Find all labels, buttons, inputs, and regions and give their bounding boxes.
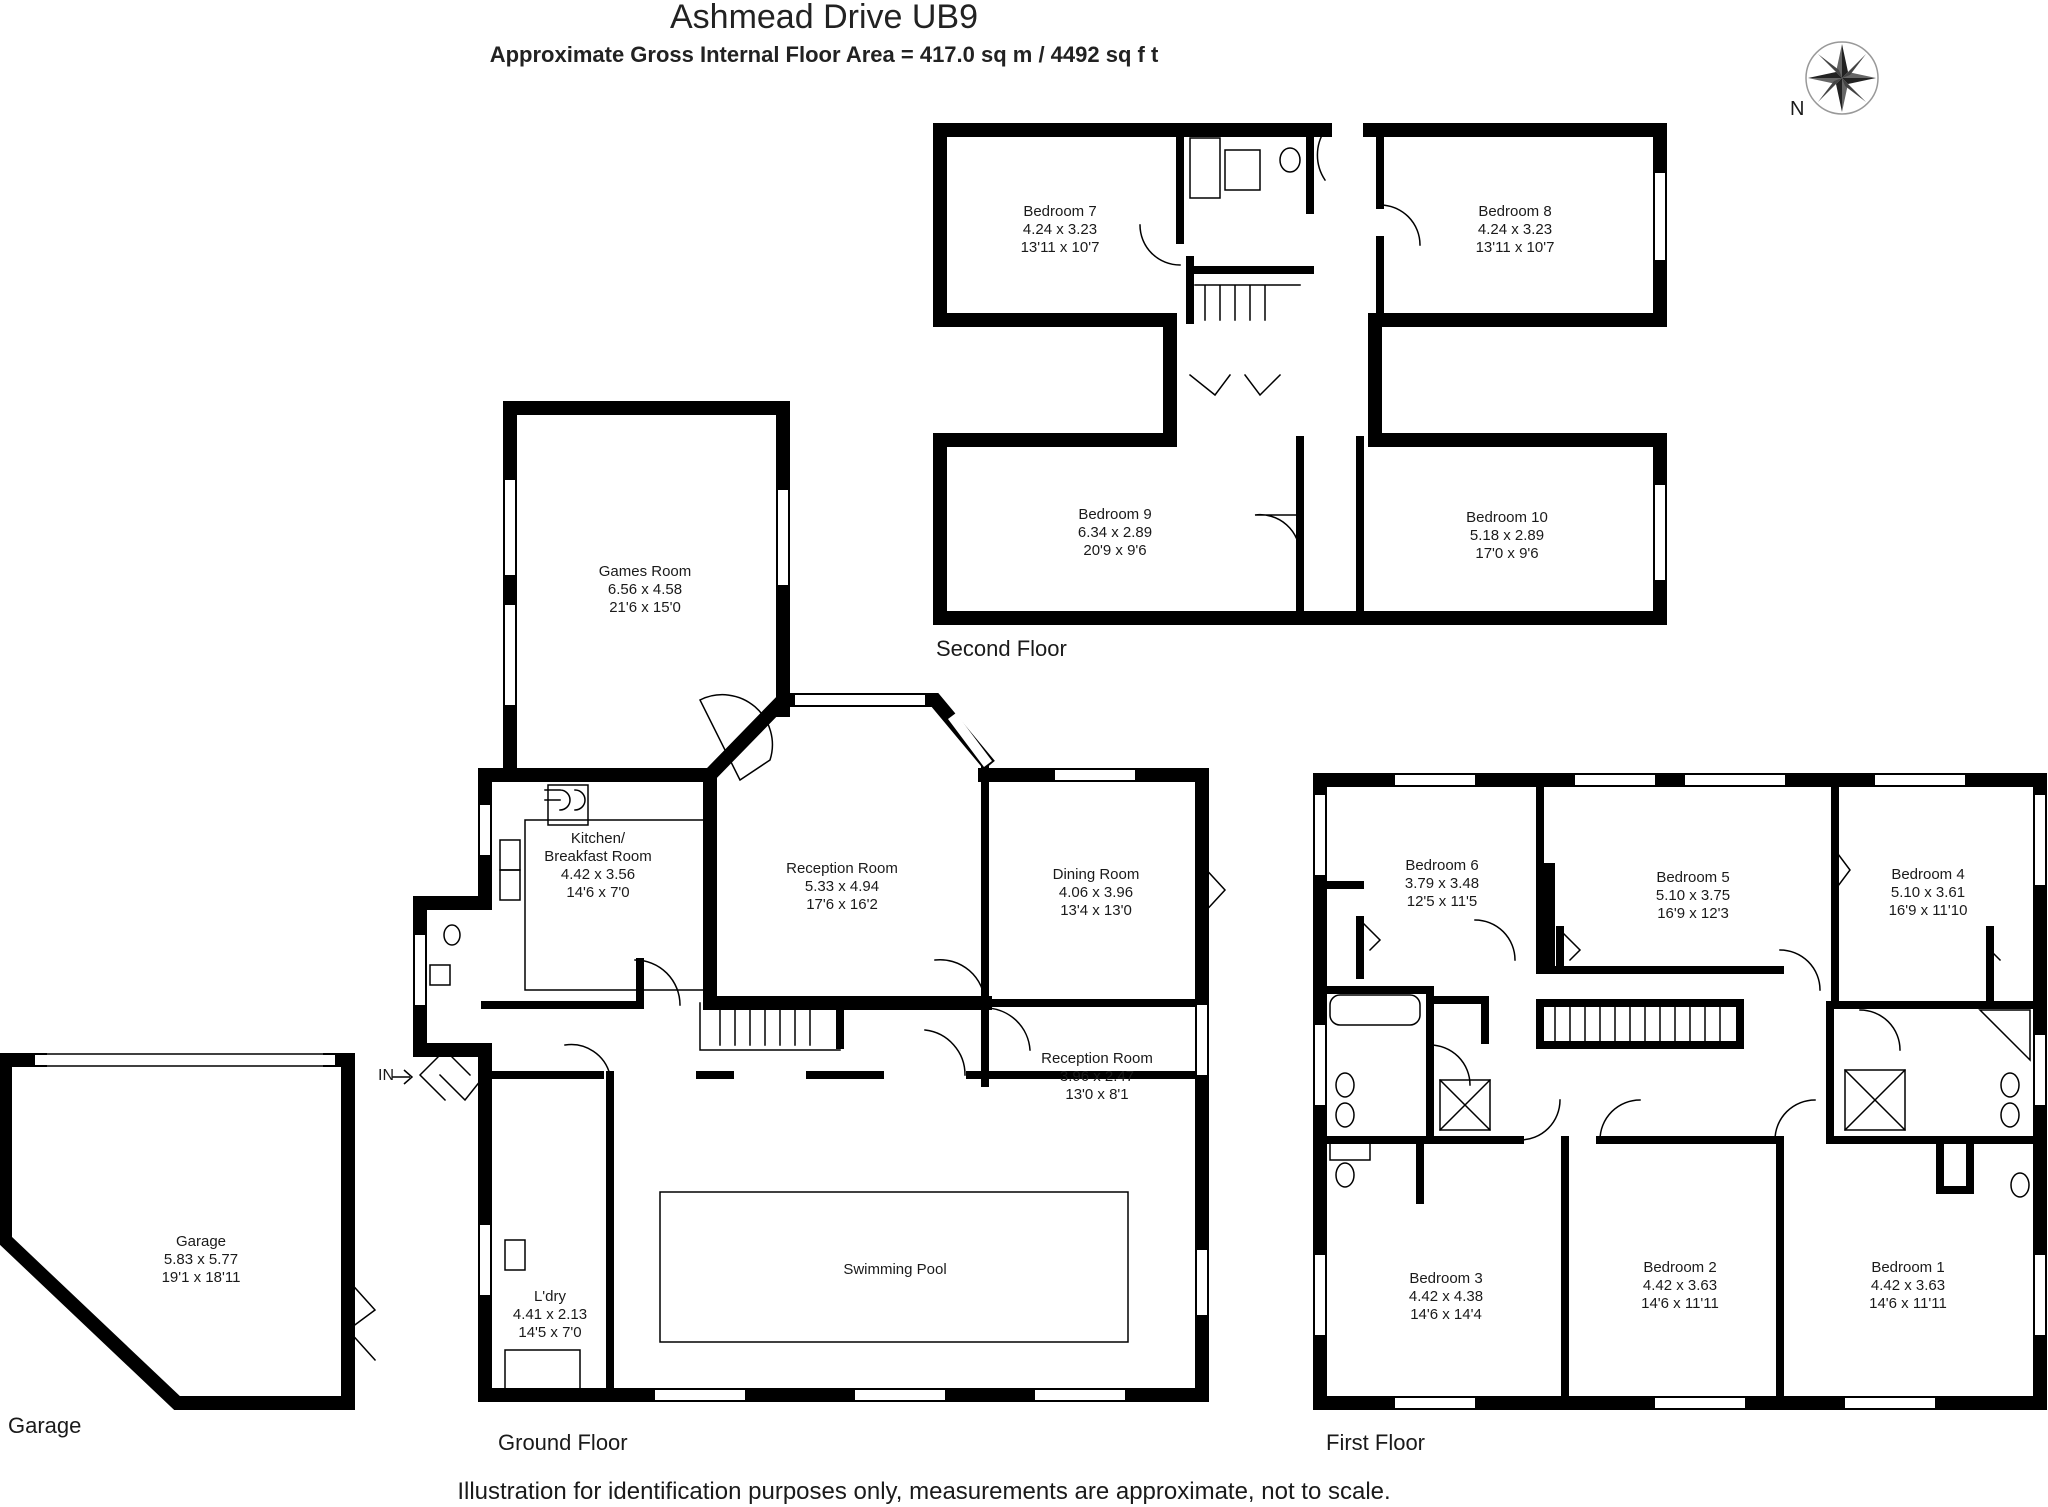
room-name: Bedroom 9 [1078,506,1152,523]
room-name: Bedroom 5 [1656,869,1730,886]
room-imperial: 17'6 x 16'2 [806,896,878,913]
garage-floor-label: Garage [8,1413,82,1438]
room-imperial: 14'6 x 7'0 [566,884,630,901]
room-name: Bedroom 8 [1478,203,1552,220]
ground-floor-fixtures [418,693,1227,1396]
room-name: Bedroom 7 [1023,203,1097,220]
room-metric: 6.34 x 2.89 [1077,524,1153,541]
room-imperial: 21'6 x 15'0 [609,599,681,616]
room-name: Bedroom 2 [1643,1259,1717,1276]
room-bedroom-6: Bedroom 6 3.79 x 3.48 12'5 x 11'5 [1382,857,1502,911]
room-metric: 3.79 x 3.48 [1404,875,1480,892]
plan-title: Ashmead Drive UB9 [669,0,978,36]
room-imperial: 13'4 x 13'0 [1060,902,1132,919]
second-floor-label: Second Floor [936,636,1067,661]
room-metric: 4.24 x 3.23 [1022,221,1098,238]
room-bedroom-5: Bedroom 5 5.10 x 3.75 16'9 x 12'3 [1633,869,1753,923]
room-name: Bedroom 10 [1466,509,1548,526]
room-imperial: 14'6 x 11'11 [1641,1295,1719,1312]
room-name: Games Room [598,563,692,580]
room-metric: 5.33 x 4.94 [804,878,880,895]
room-kitchen: Kitchen/ Breakfast Room 4.42 x 3.56 14'6… [528,830,668,902]
room-dining: Dining Room 4.06 x 3.96 13'4 x 13'0 [1036,866,1156,920]
room-name-line1: Kitchen/ [570,830,626,847]
room-metric: 6.56 x 4.58 [607,581,683,598]
entrance-arrow-icon [392,1069,414,1085]
room-name: Bedroom 1 [1871,1259,1945,1276]
room-bedroom-4: Bedroom 4 5.10 x 3.61 16'9 x 11'10 [1868,866,1988,920]
compass-rose-icon [1805,41,1879,115]
room-imperial: 13'11 x 10'7 [1020,239,1100,256]
room-metric: 4.06 x 3.96 [1058,884,1134,901]
second-floor-doors [1139,128,1421,556]
room-metric: 5.10 x 3.61 [1890,884,1966,901]
room-name: Reception Room [786,860,898,877]
floor-area-subtitle: Approximate Gross Internal Floor Area = … [489,42,1159,67]
room-metric: 5.18 x 2.89 [1469,527,1545,544]
first-floor-inner-walls [1316,776,2044,1407]
compass-north-label: N [1790,98,1805,120]
room-bedroom-7: Bedroom 7 4.24 x 3.23 13'11 x 10'7 [1000,203,1120,257]
room-metric: 4.24 x 3.23 [1477,221,1553,238]
room-metric: 4.42 x 4.38 [1408,1288,1484,1305]
second-floor-walls [933,123,1667,625]
room-metric: 5.83 x 5.77 [163,1251,239,1268]
room-bedroom-9: Bedroom 9 6.34 x 2.89 20'9 x 9'6 [1055,506,1175,560]
room-bedroom-3: Bedroom 3 4.42 x 4.38 14'6 x 14'4 [1386,1270,1506,1324]
room-name: Dining Room [1052,866,1140,883]
swimming-pool-outline [659,1191,1129,1343]
room-reception-1: Reception Room 5.33 x 4.94 17'6 x 16'2 [772,860,912,914]
room-games: Games Room 6.56 x 4.58 21'6 x 15'0 [585,563,705,617]
room-imperial: 13'11 x 10'7 [1475,239,1555,256]
room-name: Bedroom 3 [1409,1270,1483,1287]
entrance-label: IN [378,1067,394,1084]
room-garage: Garage 5.83 x 5.77 19'1 x 18'11 [141,1233,261,1287]
room-metric: 4.42 x 3.63 [1642,1277,1718,1294]
room-imperial: 12'5 x 11'5 [1406,893,1478,910]
room-swimming-pool: Swimming Pool [825,1261,965,1279]
second-floor-inner-walls [1176,126,1384,622]
room-metric: 5.10 x 3.75 [1655,887,1731,904]
room-imperial: 20'9 x 9'6 [1083,542,1147,559]
garage-walls [0,1053,355,1410]
room-bedroom-1: Bedroom 1 4.42 x 3.63 14'6 x 11'11 [1848,1259,1968,1313]
room-bedroom-10: Bedroom 10 5.18 x 2.89 17'0 x 9'6 [1447,509,1567,563]
room-imperial: 14'6 x 14'4 [1410,1306,1482,1323]
ground-floor-label: Ground Floor [498,1430,628,1455]
room-name: Garage [175,1233,227,1250]
room-metric: 4.42 x 3.56 [560,866,636,883]
disclaimer-footer: Illustration for identification purposes… [457,1478,1391,1505]
room-name-line2: Breakfast Room [544,848,652,865]
room-name: L'dry [533,1288,567,1305]
room-laundry: L'dry 4.41 x 2.13 14'5 x 7'0 [500,1288,600,1342]
room-name: Bedroom 6 [1405,857,1479,874]
room-imperial: 16'9 x 11'10 [1888,902,1968,919]
room-name: Reception Room [1041,1050,1153,1067]
first-floor-label: First Floor [1326,1430,1425,1455]
first-floor-fixtures [1329,848,2031,1198]
room-imperial: 14'5 x 7'0 [518,1324,582,1341]
room-name: Bedroom 4 [1891,866,1965,883]
room-bedroom-8: Bedroom 8 4.24 x 3.23 13'11 x 10'7 [1455,203,1575,257]
room-imperial: 14'6 x 11'11 [1869,1295,1947,1312]
room-bedroom-2: Bedroom 2 4.42 x 3.63 14'6 x 11'11 [1620,1259,1740,1313]
room-reception-2: Reception Room 3.96 x 2.47 13'0 x 8'1 [1027,1050,1167,1104]
room-metric: 3.96 x 2.47 [1059,1068,1135,1085]
room-metric: 4.42 x 3.63 [1870,1277,1946,1294]
room-imperial: 13'0 x 8'1 [1065,1086,1129,1103]
room-name: Swimming Pool [843,1261,947,1278]
first-floor-walls [1313,773,2047,1410]
room-imperial: 17'0 x 9'6 [1475,545,1539,562]
room-imperial: 19'1 x 18'11 [161,1269,241,1286]
room-imperial: 16'9 x 12'3 [1657,905,1729,922]
room-metric: 4.41 x 2.13 [512,1306,588,1323]
